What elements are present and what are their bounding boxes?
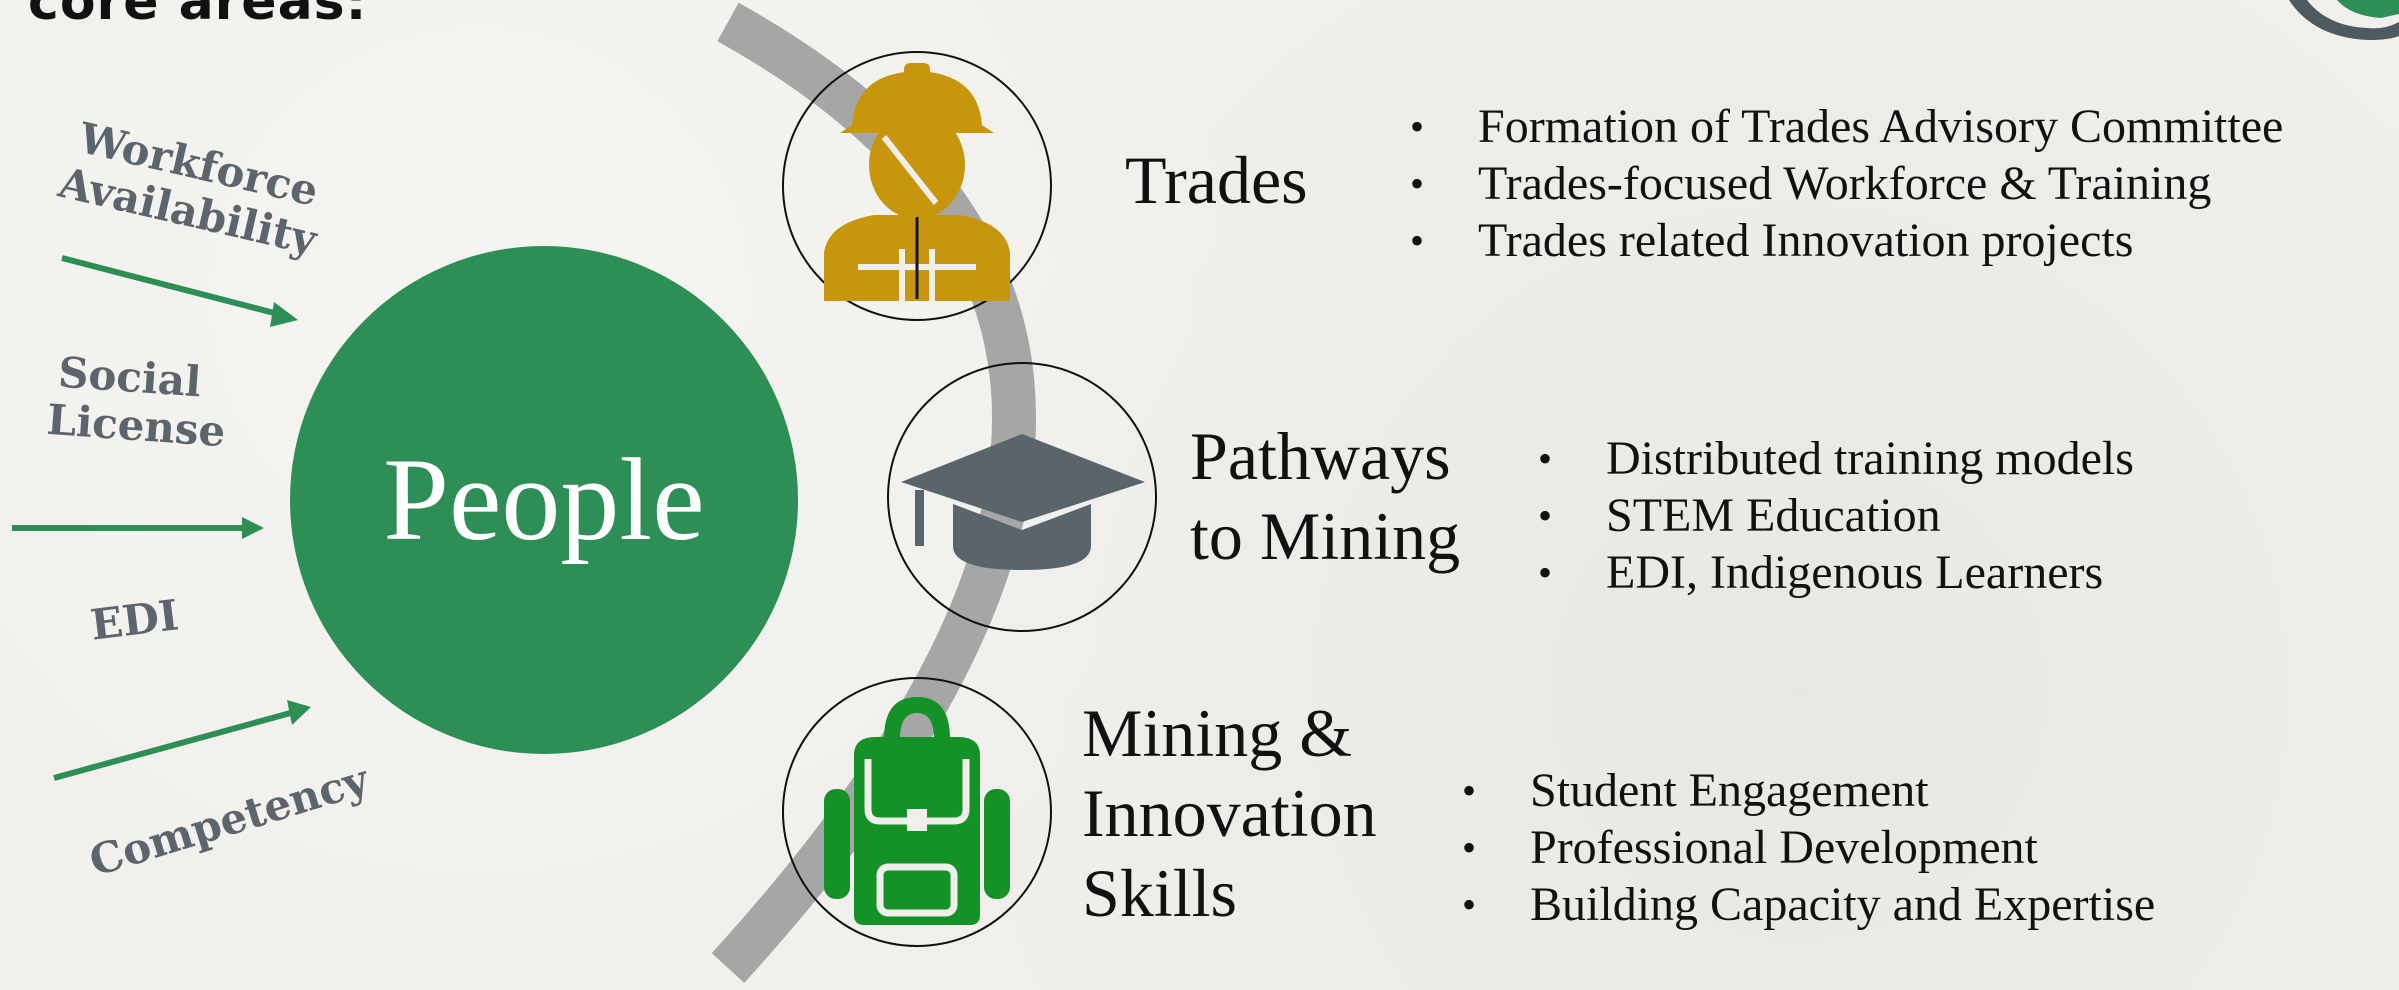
people-label: People xyxy=(383,434,705,565)
bullet-item: STEM Education xyxy=(1538,487,2134,544)
mining-bullet-list: Student Engagement Professional Developm… xyxy=(1462,762,2155,933)
bullet-item: Building Capacity and Expertise xyxy=(1462,876,2155,933)
pathways-icon-circle xyxy=(887,362,1157,632)
corner-logo-icon xyxy=(2289,0,2399,40)
people-circle: People xyxy=(290,246,798,754)
mining-icon-circle xyxy=(782,677,1052,947)
bullet-item: Professional Development xyxy=(1462,819,2155,876)
bullet-item: Distributed training models xyxy=(1538,430,2134,487)
input-label-social-license: Social License xyxy=(45,347,227,457)
graduation-cap-icon xyxy=(901,434,1145,570)
trades-bullet-list: Formation of Trades Advisory Committee T… xyxy=(1410,98,2283,269)
slide-header-text: core areas: xyxy=(28,0,368,32)
backpack-icon xyxy=(824,697,1010,925)
input-arrows xyxy=(12,255,311,781)
construction-worker-icon xyxy=(824,63,1010,303)
bullet-item: EDI, Indigenous Learners xyxy=(1538,544,2134,601)
bullet-item: Trades-focused Workforce & Training xyxy=(1410,155,2283,212)
area-title-pathways: Pathways to Mining xyxy=(1190,418,1461,574)
bullet-item: Trades related Innovation projects xyxy=(1410,212,2283,269)
bullet-item: Formation of Trades Advisory Committee xyxy=(1410,98,2283,155)
trades-icon-circle xyxy=(782,51,1052,321)
area-title-trades: Trades xyxy=(1125,142,1308,218)
pathways-bullet-list: Distributed training models STEM Educati… xyxy=(1538,430,2134,601)
bullet-item: Student Engagement xyxy=(1462,762,2155,819)
area-title-mining-innovation: Mining & Innovation Skills xyxy=(1082,695,1377,931)
